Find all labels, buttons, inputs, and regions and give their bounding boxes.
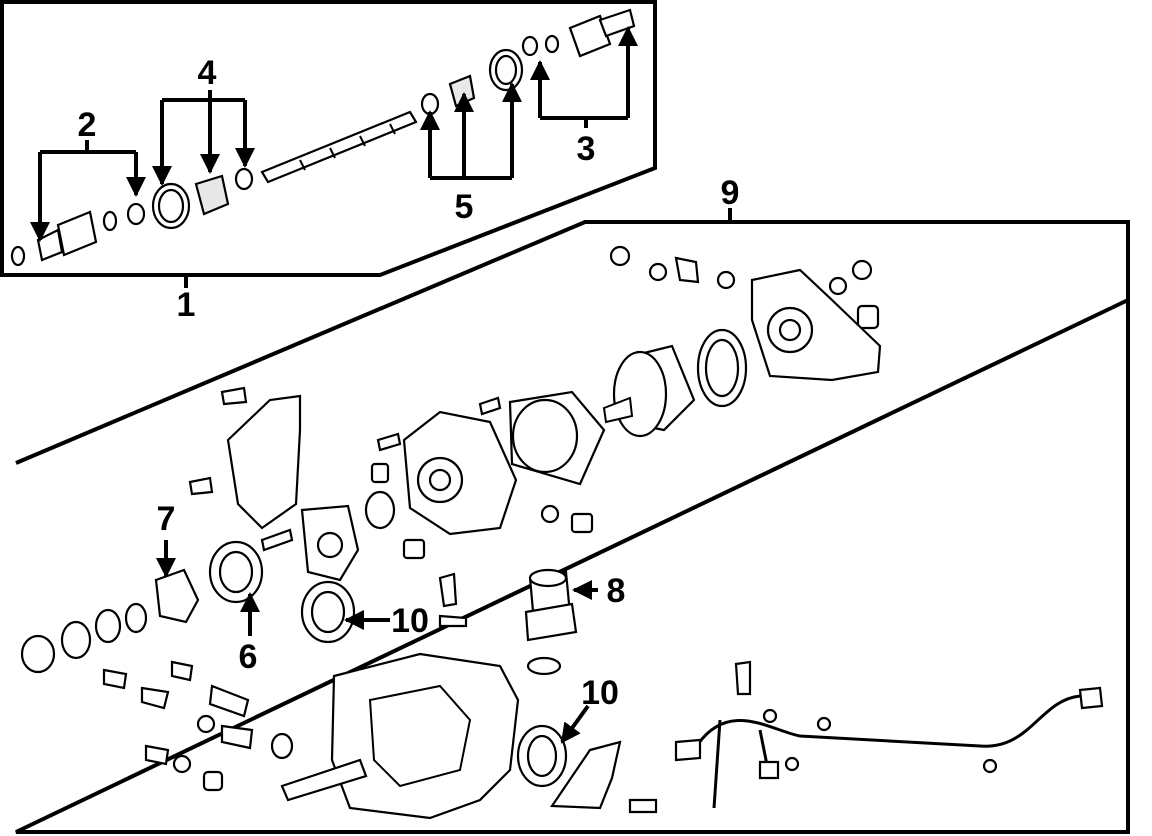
drive-shaft-assembly [10,8,636,267]
rear-diff-group-frame [15,220,1130,834]
callout-10-seal-upper: 10 [391,602,429,640]
callout-leaders-bottom [156,540,598,744]
callout-5: 5 [455,188,474,226]
callout-9: 9 [721,174,740,212]
callout-7: 7 [157,500,176,538]
callout-2: 2 [78,106,97,144]
callout-leaders-top [30,26,732,288]
differential-parts [20,245,1104,820]
callout-4: 4 [198,54,217,92]
callout-3: 3 [577,130,596,168]
callout-10-seal-lower: 10 [581,674,619,712]
callout-6: 6 [239,638,258,676]
callout-8: 8 [607,572,626,610]
drive-shaft-group-frame [0,0,657,277]
callout-1: 1 [177,286,196,324]
